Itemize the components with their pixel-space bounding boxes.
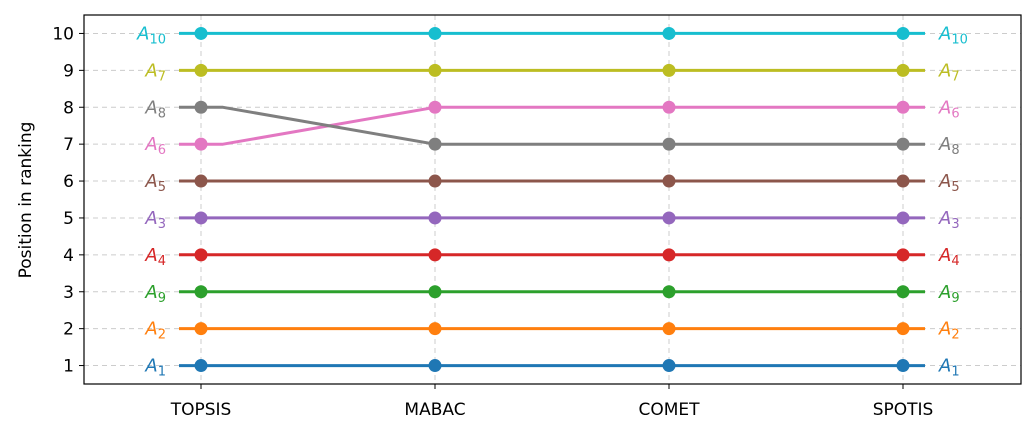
data-point-a8: [662, 137, 676, 151]
left-label-a8: A8: [144, 97, 166, 121]
data-point-a9: [428, 285, 442, 299]
data-point-a9: [896, 285, 910, 299]
y-tick-label: 3: [63, 283, 74, 303]
data-point-a7: [428, 63, 442, 77]
data-point-a3: [896, 211, 910, 225]
left-label-a1: A1: [144, 356, 166, 380]
data-point-a1: [194, 359, 208, 373]
left-label-a3: A3: [144, 208, 166, 232]
y-axis-label: Position in ranking: [16, 122, 36, 279]
data-point-a8: [896, 137, 910, 151]
data-point-a4: [896, 248, 910, 262]
data-point-a5: [194, 174, 208, 188]
data-point-a8: [194, 100, 208, 114]
data-point-a5: [896, 174, 910, 188]
data-point-a6: [194, 137, 208, 151]
data-point-a8: [428, 137, 442, 151]
y-tick-label: 1: [63, 357, 74, 377]
data-point-a6: [662, 100, 676, 114]
y-tick-label: 5: [63, 209, 74, 229]
right-label-a5: A5: [938, 171, 960, 195]
y-tick-label: 9: [63, 61, 74, 81]
right-label-a3: A3: [938, 208, 960, 232]
data-point-a6: [896, 100, 910, 114]
right-label-a10: A10: [938, 23, 968, 47]
data-point-a3: [428, 211, 442, 225]
left-label-a10: A10: [136, 23, 166, 47]
data-point-a7: [896, 63, 910, 77]
y-tick-label: 10: [52, 24, 74, 44]
left-label-a5: A5: [144, 171, 166, 195]
data-point-a7: [194, 63, 208, 77]
left-label-a2: A2: [144, 319, 166, 343]
data-point-a10: [896, 26, 910, 40]
y-tick-label: 2: [63, 320, 74, 340]
left-label-a4: A4: [144, 245, 166, 269]
data-point-a2: [896, 322, 910, 336]
data-point-a4: [428, 248, 442, 262]
data-point-a2: [194, 322, 208, 336]
series-line-a8: [179, 105, 925, 146]
data-point-a1: [896, 359, 910, 373]
series-layer: [179, 26, 925, 373]
data-point-a6: [428, 100, 442, 114]
data-point-a10: [662, 26, 676, 40]
data-point-a2: [428, 322, 442, 336]
right-label-a9: A9: [938, 282, 960, 306]
x-tick-label: COMET: [638, 400, 700, 420]
y-tick-label: 8: [63, 98, 74, 118]
data-point-a4: [194, 248, 208, 262]
data-point-a9: [662, 285, 676, 299]
data-point-a10: [428, 26, 442, 40]
x-tick-label: MABAC: [404, 400, 465, 420]
right-label-a7: A7: [938, 60, 960, 84]
y-tick-label: 6: [63, 172, 74, 192]
plot-frame: [83, 14, 1022, 385]
data-point-a9: [194, 285, 208, 299]
left-label-a6: A6: [144, 134, 166, 158]
y-tick-label: 4: [63, 246, 74, 266]
x-tick-label: SPOTIS: [873, 400, 934, 420]
data-point-a4: [662, 248, 676, 262]
data-point-a1: [428, 359, 442, 373]
left-label-a7: A7: [144, 60, 166, 84]
data-point-a3: [194, 211, 208, 225]
data-point-a3: [662, 211, 676, 225]
data-point-a5: [428, 174, 442, 188]
right-label-a8: A8: [938, 134, 960, 158]
data-point-a1: [662, 359, 676, 373]
left-label-a9: A9: [144, 282, 166, 306]
y-tick-label: 7: [63, 135, 74, 155]
data-point-a2: [662, 322, 676, 336]
right-label-a6: A6: [938, 97, 960, 121]
series-line-a6: [179, 105, 925, 146]
x-tick-label: TOPSIS: [170, 400, 232, 420]
data-point-a7: [662, 63, 676, 77]
data-point-a10: [194, 26, 208, 40]
right-label-a4: A4: [938, 245, 960, 269]
right-label-a1: A1: [938, 356, 960, 380]
data-point-a5: [662, 174, 676, 188]
right-label-a2: A2: [938, 319, 960, 343]
